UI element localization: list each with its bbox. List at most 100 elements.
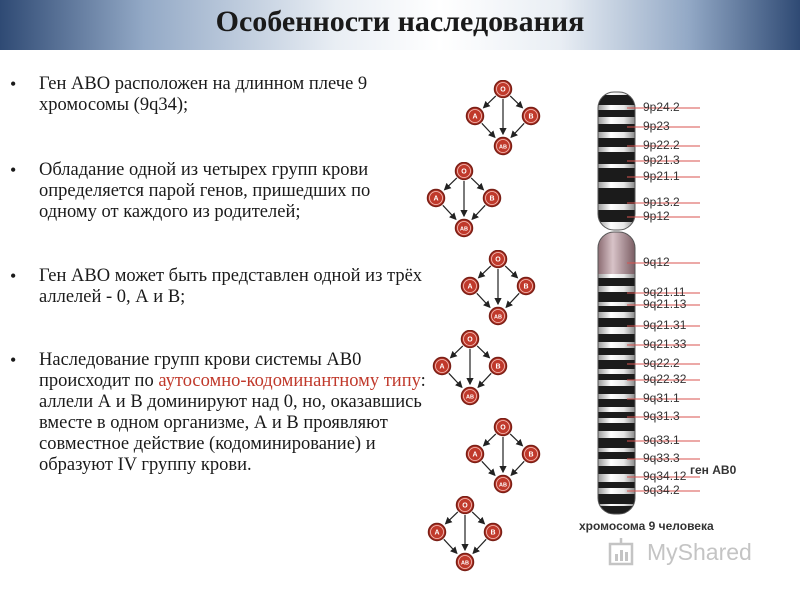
- allele-node: A: [460, 276, 480, 296]
- band-label: 9p24.2: [643, 100, 680, 114]
- band-label: 9q34.2: [643, 483, 680, 497]
- inheritance-arrow: [444, 511, 459, 525]
- allele-node: O: [488, 250, 508, 269]
- allele-node: AB: [493, 474, 513, 494]
- allele-label: A: [467, 284, 472, 291]
- band-label: 9p23: [643, 119, 670, 133]
- allele-label: B: [495, 364, 500, 371]
- chromosome-band: [598, 138, 635, 147]
- allele-label: AB: [499, 145, 507, 151]
- chromosome-band: [598, 306, 635, 312]
- inheritance-arrow: [472, 538, 487, 555]
- inheritance-arrow: [449, 345, 464, 359]
- allele-node: O: [454, 162, 474, 181]
- chromosome-band: [598, 423, 635, 431]
- allele-node: A: [465, 106, 485, 126]
- chromosome-band: [598, 292, 635, 302]
- chromosome-band: [598, 348, 635, 355]
- inheritance-arrow: [509, 95, 524, 109]
- inheritance-arrow: [509, 433, 524, 447]
- band-label: 9q33.1: [643, 433, 680, 447]
- chromosome-band: [598, 110, 635, 117]
- allele-node: B: [521, 106, 541, 126]
- allele-label: B: [523, 284, 528, 291]
- inheritance-arrow: [477, 372, 492, 389]
- allele-node: A: [427, 522, 447, 542]
- bullet-text: Наследование групп крови системы АВ0 про…: [39, 350, 429, 476]
- band-label: 9q21.31: [643, 318, 687, 332]
- chromosome-band: [598, 452, 635, 459]
- allele-label: AB: [466, 395, 474, 401]
- inheritance-arrow: [505, 292, 520, 309]
- band-label: 9q21.13: [643, 297, 687, 311]
- chromosome-band: [598, 318, 635, 327]
- inheritance-arrow: [442, 204, 457, 221]
- chromosome-band: [598, 482, 635, 488]
- watermark-text: MyShared: [647, 539, 752, 565]
- inheritance-arrow: [476, 292, 491, 309]
- allele-node: B: [483, 522, 503, 542]
- bullet-text-part: : аллели А и В доминируют над 0, но, ока…: [39, 371, 426, 475]
- band-label: 9p22.2: [643, 138, 680, 152]
- band-label: 9p12: [643, 209, 670, 223]
- inheritance-arrow: [481, 460, 496, 477]
- inheritance-arrow: [471, 511, 486, 525]
- chromosome-band: [598, 152, 635, 164]
- band-label: 9q21.11: [643, 285, 686, 299]
- allele-label: A: [439, 364, 444, 371]
- band-label: 9q34.12: [643, 469, 687, 483]
- allele-node: A: [426, 188, 446, 208]
- chromosome-band: [598, 386, 635, 394]
- band-label: 9q22.2: [643, 356, 680, 370]
- allele-label: O: [500, 425, 506, 432]
- band-label: 9p13.2: [643, 195, 680, 209]
- bullet-dot: •: [10, 74, 17, 94]
- band-label: 9q12: [643, 255, 670, 269]
- inheritance-arrow: [471, 204, 486, 221]
- chromosome-band: [598, 466, 635, 474]
- highlight-text: аутосомно-кодоминантному типу: [158, 371, 421, 391]
- allele-node: A: [432, 356, 452, 376]
- allele-label: B: [528, 114, 533, 121]
- allele-node: O: [460, 330, 480, 349]
- allele-label: AB: [494, 315, 502, 321]
- inheritance-arrow: [482, 95, 497, 109]
- chromosome-band: [598, 95, 635, 105]
- inheritance-arrow: [476, 345, 491, 359]
- allele-label: B: [490, 530, 495, 537]
- chromosome-heterochromatin: [598, 232, 635, 274]
- inheritance-arrow: [448, 372, 463, 389]
- band-label: 9q31.3: [643, 409, 680, 423]
- allele-node: O: [493, 80, 513, 99]
- allele-label: A: [472, 114, 477, 121]
- chromosome-band: [598, 399, 635, 407]
- allele-node: AB: [488, 306, 508, 326]
- inheritance-arrow: [482, 433, 497, 447]
- chromosome-band: [598, 124, 635, 132]
- chromosome-band: [598, 438, 635, 448]
- allele-label: A: [472, 452, 477, 459]
- chromosome-band: [598, 494, 635, 504]
- allele-node: B: [482, 188, 502, 208]
- inheritance-arrow: [504, 265, 519, 279]
- inheritance-arrow: [470, 177, 485, 191]
- bullet-text: Ген АВО может быть представлен одной из …: [39, 266, 423, 307]
- allele-node: AB: [455, 552, 475, 572]
- band-label: 9p21.1: [643, 169, 680, 183]
- allele-label: AB: [461, 561, 469, 567]
- chromosome-band: [598, 374, 635, 380]
- abo-gene-label: ген АВ0: [690, 463, 737, 477]
- inheritance-arrow: [443, 538, 458, 555]
- chromosome-band: [598, 278, 635, 286]
- chromosome-band: [598, 188, 635, 204]
- slide-title: Особенности наследования: [215, 5, 585, 38]
- inheritance-arrow: [510, 460, 525, 477]
- allele-node: O: [455, 496, 475, 515]
- chromosome-band: [598, 334, 635, 342]
